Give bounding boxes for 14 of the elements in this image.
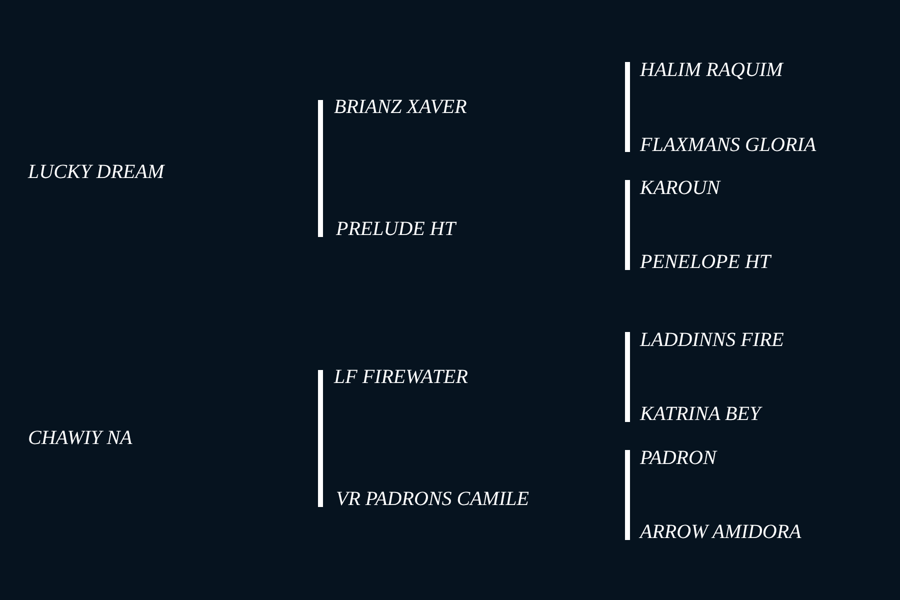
horse-name: LUCKY DREAM [28,160,164,184]
horse-name: KAROUN [640,176,720,200]
horse-name: KATRINA BEY [640,402,761,426]
horse-name: HALIM RAQUIM [640,58,783,82]
horse-name: ARROW AMIDORA [640,520,802,544]
horse-name: BRIANZ XAVER [334,95,467,119]
horse-name: PENELOPE HT [640,250,771,274]
horse-name: CHAWIY NA [28,426,132,450]
horse-name: LF FIREWATER [334,365,468,389]
horse-name: VR PADRONS CAMILE [336,487,529,511]
horse-name: PADRON [640,446,716,470]
horse-name: PRELUDE HT [336,217,456,241]
horse-name: LADDINNS FIRE [640,328,784,352]
horse-name: FLAXMANS GLORIA [640,133,816,157]
